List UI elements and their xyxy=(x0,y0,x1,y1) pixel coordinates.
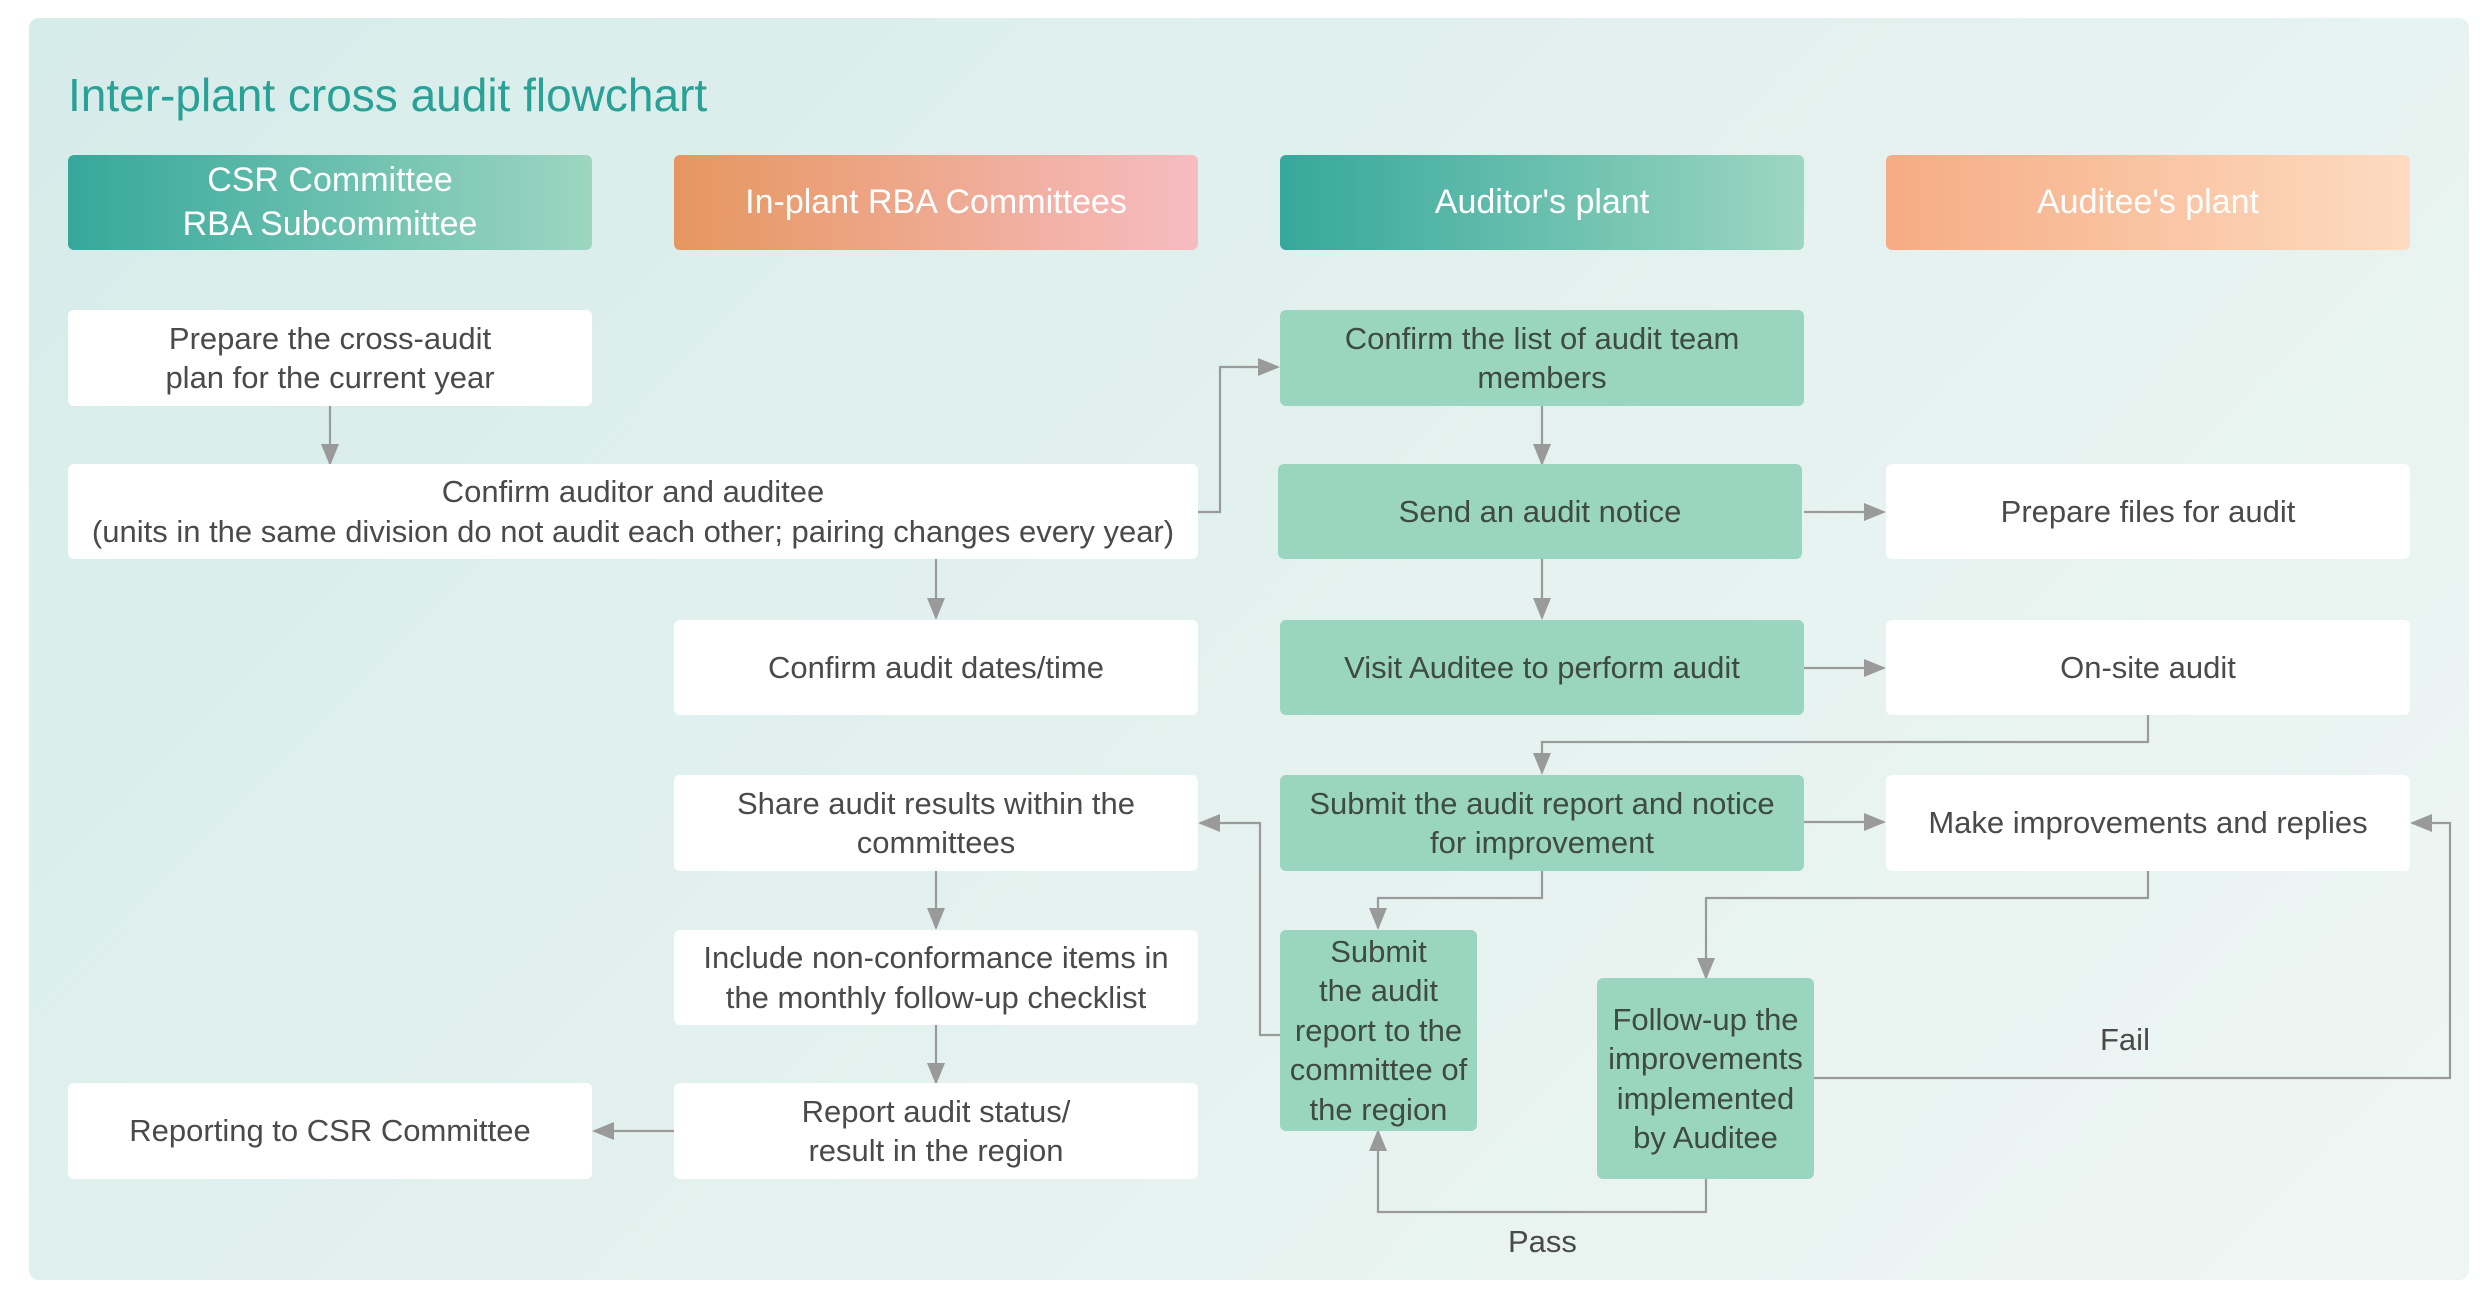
step-include-nonconformance: Include non-conformance items in the mon… xyxy=(674,930,1198,1025)
step-make-improvements: Make improvements and replies xyxy=(1886,775,2410,871)
arrow-submit-to-region xyxy=(1369,871,1544,930)
lane-header-inplant: In-plant RBA Committees xyxy=(674,155,1198,250)
label-pass: Pass xyxy=(1508,1224,1577,1259)
lane-header-auditor: Auditor's plant xyxy=(1280,155,1804,250)
step-send-notice: Send an audit notice xyxy=(1278,464,1802,559)
label-fail: Fail xyxy=(2100,1022,2150,1057)
step-confirm-team: Confirm the list of audit team members xyxy=(1280,310,1804,406)
step-onsite-audit: On-site audit xyxy=(1886,620,2410,715)
step-follow-up: Follow-up the improvements implemented b… xyxy=(1597,978,1814,1179)
step-reporting-csr: Reporting to CSR Committee xyxy=(68,1083,592,1179)
page-title: Inter-plant cross audit flowchart xyxy=(68,69,708,121)
arrow-followup-pass xyxy=(1369,1129,1708,1214)
arrow-pair-to-confirm-team xyxy=(1198,358,1280,514)
step-submit-region: Submit the audit report to the committee… xyxy=(1280,930,1477,1131)
lane-header-csr: CSR Committee RBA Subcommittee xyxy=(68,155,592,250)
step-submit-report: Submit the audit report and notice for i… xyxy=(1280,775,1804,871)
arrow-improvements-to-followup xyxy=(1697,871,2150,980)
step-share-results: Share audit results within the committee… xyxy=(674,775,1198,871)
step-confirm-auditor-auditee: Confirm auditor and auditee (units in th… xyxy=(68,464,1198,559)
step-prepare-plan: Prepare the cross-audit plan for the cur… xyxy=(68,310,592,406)
arrow-followup-fail xyxy=(1814,814,2452,1080)
step-visit-auditee: Visit Auditee to perform audit xyxy=(1280,620,1804,715)
step-prepare-files: Prepare files for audit xyxy=(1886,464,2410,559)
step-report-status: Report audit status/ result in the regio… xyxy=(674,1083,1198,1179)
step-confirm-dates: Confirm audit dates/time xyxy=(674,620,1198,715)
lane-header-auditee: Auditee's plant xyxy=(1886,155,2410,250)
arrow-onsite-to-submit xyxy=(1533,715,2150,775)
arrow-region-to-share xyxy=(1198,814,1280,1037)
